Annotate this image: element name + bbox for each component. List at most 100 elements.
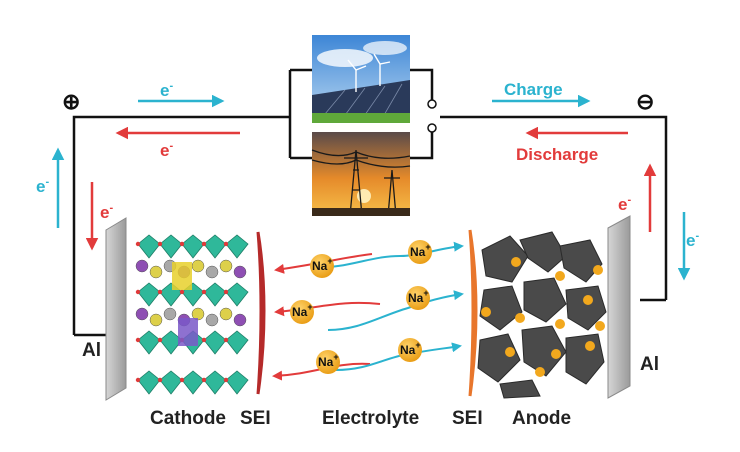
oxygen-atom [135,241,141,247]
oxygen-atom [157,337,163,343]
na-ion-4: Na+ [406,286,430,310]
sodium-dot [505,347,515,357]
electron-label-right-blue: e- [686,230,699,250]
electron-label-top-red: e- [160,140,173,160]
sodium-dot [595,321,605,331]
intercalated-atom [219,259,233,273]
oxygen-atom [201,241,207,247]
oxygen-atom [157,289,163,295]
sodium-dot [583,295,593,305]
sei-label-anode: SEI [452,408,483,429]
cathode-octahedron [137,330,161,355]
cathode-sei-layer [256,231,266,395]
svg-text:Na+: Na+ [410,242,431,259]
wire-switch-branch [410,68,434,160]
hard-carbon-particle [481,235,529,283]
sodium-dot [511,257,521,267]
hard-carbon-particle [477,333,521,383]
oxygen-atom [135,377,141,383]
wire-right [440,115,668,300]
power-grid-photo [311,132,411,217]
discharge-label: Discharge [516,145,598,164]
oxygen-atom [179,289,185,295]
svg-text:Na+: Na+ [292,302,313,319]
cathode-octahedron [181,370,205,395]
cathode-octahedron [225,370,249,395]
highlight-cell-purple [178,318,198,346]
oxygen-atom [201,377,207,383]
oxygen-atom [179,377,185,383]
electron-label-right-red: e- [618,194,631,214]
cathode-octahedron [137,370,161,395]
cathode-octahedron [159,370,183,395]
svg-text:Na+: Na+ [400,340,421,357]
al-label-right: Al [640,354,659,375]
na-ion-3: Na+ [290,300,314,324]
intercalated-atom [233,265,247,279]
na-ion-5: Na+ [316,350,340,374]
cathode-octahedron [203,282,227,307]
cathode-octahedron [225,234,249,259]
sodium-dot [585,341,595,351]
switch-contact-top[interactable] [427,99,437,109]
sodium-dot [535,367,545,377]
highlight-cell-yellow [172,262,192,290]
electrolyte-label: Electrolyte [322,408,419,429]
cathode-collector [105,217,127,401]
anode-collector [607,215,631,399]
hard-carbon-particle [479,285,523,331]
cathode-octahedron [203,234,227,259]
cathode-octahedron [225,330,249,355]
ion-arrow-blue-3 [335,342,462,371]
wire-source-branch [288,68,312,160]
anode-label: Anode [512,408,571,429]
intercalated-atom [163,307,177,321]
intercalated-atom [233,313,247,327]
wind-solar-photo [312,35,410,123]
na-ion-2: Na+ [408,240,432,264]
hard-carbon-particle [499,379,541,399]
hard-carbon-particle [519,231,567,273]
anode-structure [477,231,607,399]
electron-label-left-red: e- [100,202,113,222]
sodium-dot [555,271,565,281]
oxygen-atom [223,289,229,295]
intercalated-atom [149,313,163,327]
electron-label-top-blue: e- [160,80,173,100]
sodium-dot [593,265,603,275]
cathode-octahedron [203,370,227,395]
al-label-left: Al [82,340,101,361]
oxygen-atom [135,337,141,343]
cathode-octahedron [137,234,161,259]
anode-sei-layer [468,229,478,397]
sei-label-cathode: SEI [240,408,271,429]
oxygen-atom [223,377,229,383]
cathode-octahedron [225,282,249,307]
ion-arrow-blue-1 [311,241,464,269]
intercalated-atom [205,313,219,327]
switch-contact-bottom[interactable] [427,123,437,133]
intercalated-atom [149,265,163,279]
hard-carbon-particle [565,285,607,331]
cathode-octahedron [181,234,205,259]
oxygen-atom [157,377,163,383]
na-ion-6: Na+ [398,338,422,362]
cathode-octahedron [203,330,227,355]
intercalated-atom [219,307,233,321]
oxygen-atom [179,241,185,247]
oxygen-atom [223,337,229,343]
oxygen-atom [201,337,207,343]
sodium-dot [481,307,491,317]
oxygen-atom [157,241,163,247]
oxygen-atom [201,289,207,295]
svg-text:Na+: Na+ [408,288,429,305]
intercalated-atom [135,259,149,273]
external-circuit [72,68,668,337]
ion-arrow-blue-2 [327,290,464,331]
sodium-ions: Na+ Na+ Na+ Na+ Na+ Na+ [290,240,432,374]
positive-terminal-icon: ⊕ [62,89,80,114]
cathode-structure [135,234,249,395]
hard-carbon-particle [559,239,603,283]
